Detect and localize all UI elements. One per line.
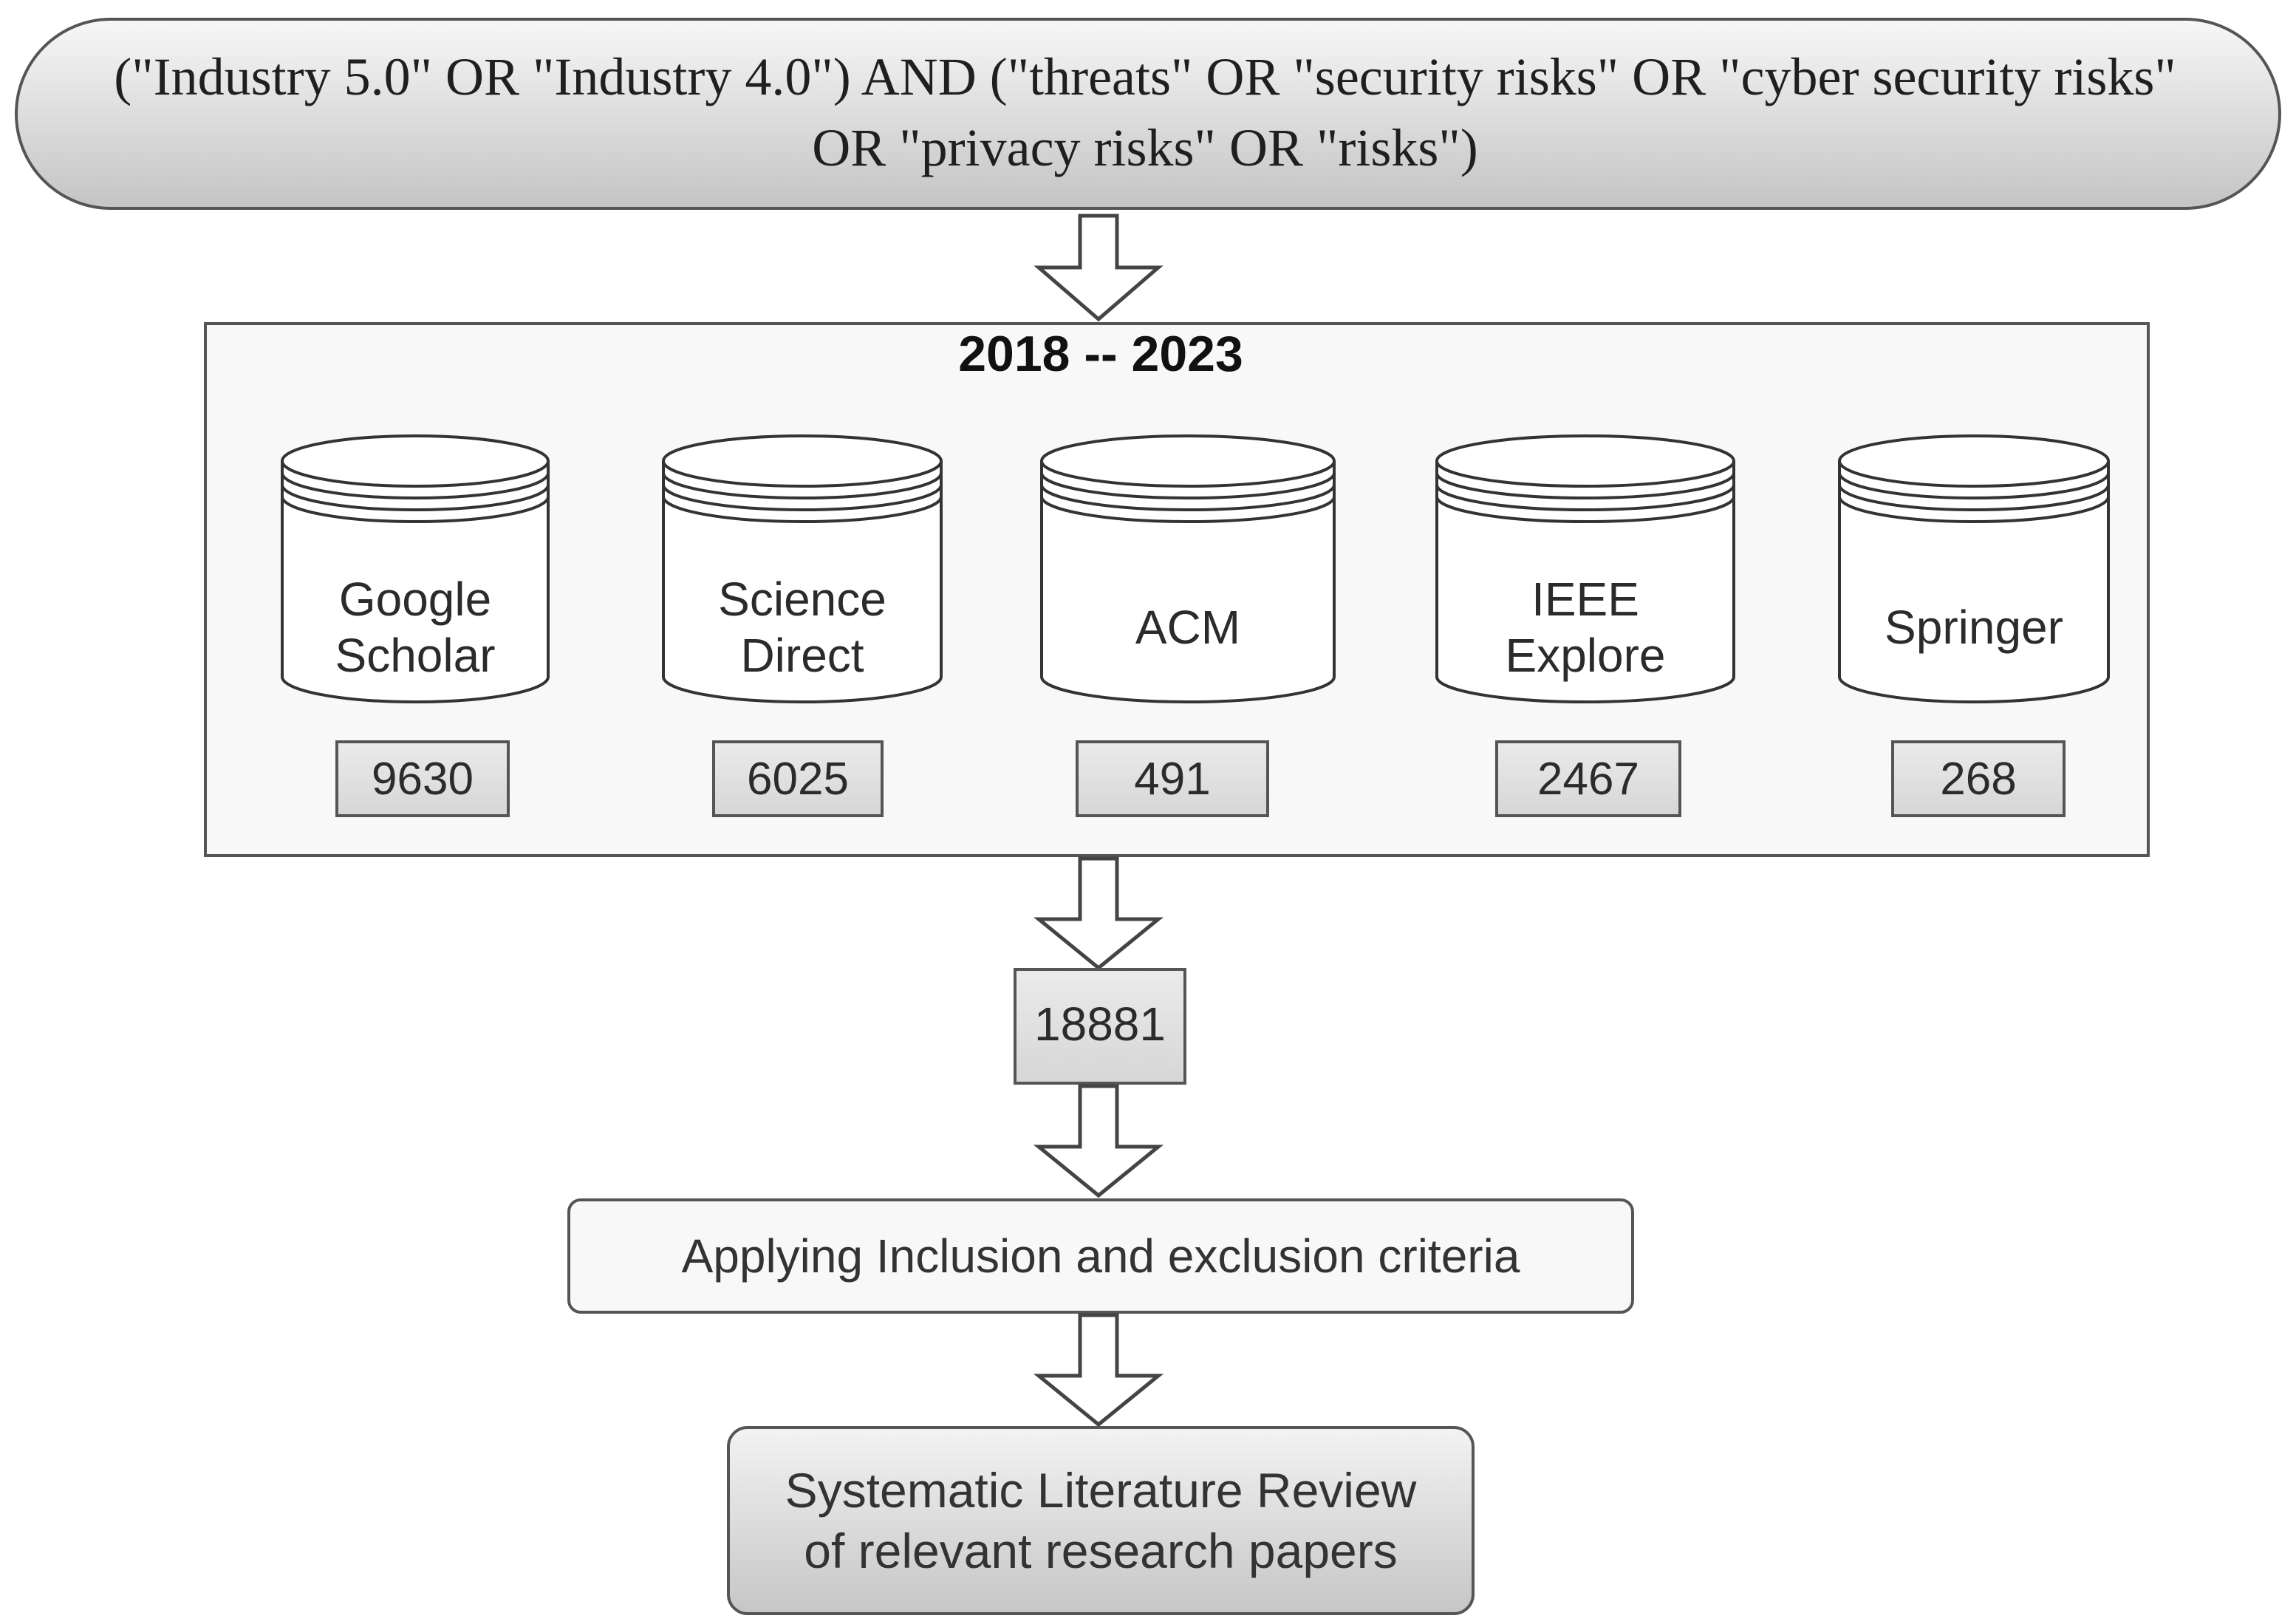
count-box bbox=[335, 740, 510, 817]
count-box bbox=[1891, 740, 2066, 817]
database-label: Springer bbox=[1885, 601, 2063, 654]
database-cylinder-icon bbox=[1435, 434, 1735, 703]
database-count: 2467 bbox=[1537, 753, 1639, 805]
arrow-down-icon bbox=[1033, 1084, 1164, 1198]
database-cylinder-icon bbox=[281, 434, 550, 703]
database-count: 9630 bbox=[372, 753, 474, 805]
database-cylinder-icon bbox=[1838, 434, 2110, 703]
arrow-down-icon bbox=[1033, 856, 1164, 971]
database-label: Google Scholar bbox=[335, 573, 496, 682]
result-box bbox=[727, 1426, 1475, 1615]
database-label: Science Direct bbox=[718, 573, 886, 682]
screening-step-label: Applying Inclusion and exclusion criteri… bbox=[681, 1229, 1520, 1283]
database-count: 6025 bbox=[747, 753, 849, 805]
total-count-box bbox=[1014, 968, 1186, 1085]
counts-group bbox=[335, 740, 2066, 817]
count-box bbox=[1495, 740, 1681, 817]
count-box bbox=[1076, 740, 1269, 817]
total-count: 18881 bbox=[1034, 997, 1166, 1051]
search-query-text: ("Industry 5.0" OR "Industry 4.0") AND (… bbox=[114, 47, 2176, 177]
database-label: IEEE Explore bbox=[1505, 573, 1666, 682]
databases-group bbox=[281, 434, 2110, 703]
database-count: 268 bbox=[1940, 753, 2017, 805]
database-count: 491 bbox=[1134, 753, 1211, 805]
arrow-down-icon bbox=[1033, 1313, 1164, 1427]
database-label: ACM bbox=[1135, 601, 1241, 654]
count-box bbox=[712, 740, 884, 817]
database-cylinder-icon bbox=[1040, 434, 1336, 703]
database-cylinder-icon bbox=[662, 434, 943, 703]
search-query-box bbox=[15, 18, 2281, 210]
screening-step-box bbox=[567, 1198, 1634, 1314]
result-label: Systematic Literature Review of relevant… bbox=[785, 1463, 1417, 1578]
date-range-title: 2018 -- 2023 bbox=[958, 326, 1243, 382]
arrow-down-icon bbox=[1033, 214, 1164, 322]
